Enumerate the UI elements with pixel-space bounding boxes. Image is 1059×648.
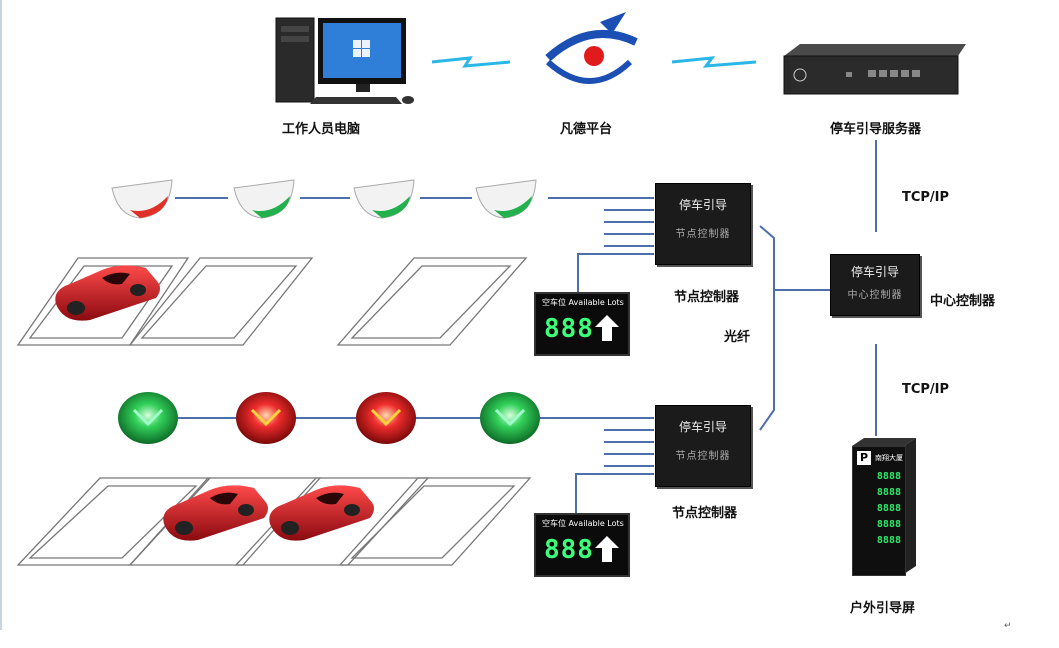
box-label-2: 节点控制器 [675, 229, 731, 240]
center-controller-box: 停车引导 中心控制器 [830, 254, 920, 316]
car-icon [269, 485, 374, 541]
wireless-signal-icon [671, 56, 757, 68]
parking-p-icon: P [857, 451, 871, 465]
red-indicator-icon [236, 392, 296, 444]
guidance-server-icon [783, 44, 966, 95]
outdoor-digits: 8888 [876, 519, 901, 530]
sign-digits: 888 [544, 314, 594, 344]
outdoor-screen-icon [852, 438, 916, 574]
workstation-pc-icon [275, 17, 414, 104]
arrow-up-icon [595, 536, 619, 562]
server-label: 停车引导服务器 [830, 122, 922, 137]
sign-digits: 888 [544, 535, 594, 565]
outdoor-digits: 8888 [876, 535, 901, 546]
parking-slots-row-1 [16, 257, 528, 346]
fiber-link [759, 225, 775, 431]
red-indicator-icon [356, 392, 416, 444]
node-controller-label-bottom: 节点控制器 [672, 506, 738, 521]
dome-sensor-icon [353, 179, 415, 219]
outdoor-digits: 8888 [876, 487, 901, 498]
outdoor-screen-title: 南翔大厦 [875, 454, 903, 462]
dome-sensor-icon [233, 179, 295, 219]
box-label-1: 停车引导 [678, 198, 727, 212]
node-controller-label-top: 节点控制器 [674, 290, 740, 305]
dome-sensor-icon [111, 179, 173, 219]
outdoor-guidance-screen: P 南翔大厦 8888 8888 8888 8888 8888 [852, 446, 906, 576]
box-label-2: 节点控制器 [675, 451, 731, 462]
box-label-2: 中心控制器 [847, 290, 903, 301]
platform-logo-icon [545, 12, 638, 84]
dome-sensor-icon [475, 179, 537, 219]
outdoor-screen-label: 户外引导屏 [850, 601, 916, 616]
car-icon [55, 265, 160, 321]
sign-header-en: Available Lots [568, 519, 624, 528]
fiber-label: 光纤 [724, 330, 751, 345]
green-indicator-icon [118, 392, 178, 444]
sign-header-cn: 空车位 [542, 519, 566, 528]
center-controller-label: 中心控制器 [930, 294, 996, 309]
node-controller-box-top: 停车引导 节点控制器 [655, 183, 751, 265]
outdoor-digits: 8888 [876, 503, 901, 514]
platform-label: 凡德平台 [560, 122, 613, 137]
sensor-row-1 [111, 179, 654, 219]
box-label-1: 停车引导 [678, 420, 727, 434]
tcp-label-bottom: TCP/IP [902, 382, 950, 397]
sign-header-en: Available Lots [568, 298, 624, 307]
available-lots-sign-top: 空车位 Available Lots 888 [534, 292, 630, 356]
tcp-label-top: TCP/IP [902, 190, 950, 205]
available-lots-sign-bottom: 空车位 Available Lots 888 [534, 513, 630, 577]
svg-text:↵: ↵ [1004, 621, 1012, 631]
pc-label: 工作人员电脑 [282, 122, 361, 137]
node-controller-box-bottom: 停车引导 节点控制器 [655, 405, 751, 487]
indicator-row-2 [118, 392, 654, 444]
box-label-1: 停车引导 [850, 265, 899, 279]
green-indicator-icon [480, 392, 540, 444]
car-icon [163, 485, 268, 541]
sign-header-cn: 空车位 [542, 298, 566, 307]
arrow-up-icon [595, 315, 619, 341]
outdoor-digits: 8888 [876, 471, 901, 482]
wireless-signal-icon [431, 56, 511, 68]
